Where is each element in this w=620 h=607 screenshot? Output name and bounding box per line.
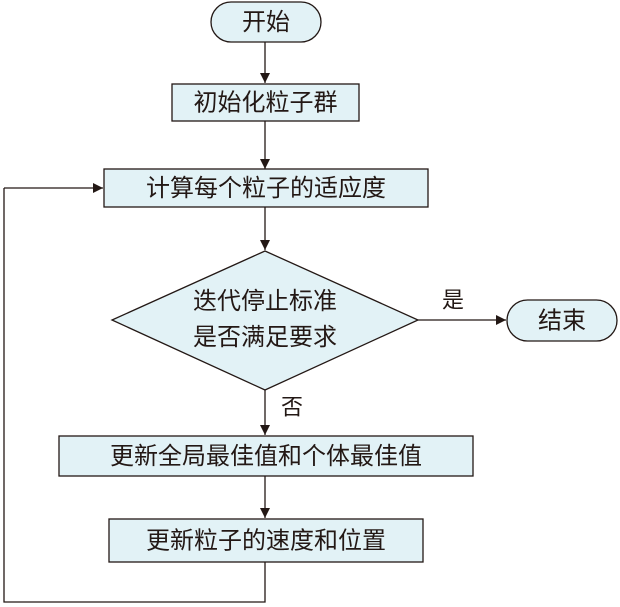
decision-diamond: 迭代停止标准 是否满足要求: [110, 250, 420, 391]
decision-line1: 迭代停止标准: [193, 287, 337, 315]
end-label: 结束: [538, 307, 586, 335]
init-label: 初始化粒子群: [194, 89, 338, 117]
fitness-label: 计算每个粒子的适应度: [146, 174, 386, 202]
fitness-process-box: 计算每个粒子的适应度: [103, 168, 429, 208]
loop-back-line: [3, 188, 266, 603]
update-best-label: 更新全局最佳值和个体最佳值: [110, 442, 422, 470]
start-terminal: 开始: [210, 1, 322, 43]
decision-line2: 是否满足要求: [193, 323, 337, 351]
yes-label: 是: [442, 289, 464, 314]
connectors: [3, 42, 506, 603]
update-velocity-process-box: 更新粒子的速度和位置: [108, 518, 424, 563]
update-best-process-box: 更新全局最佳值和个体最佳值: [58, 435, 474, 477]
end-terminal: 结束: [506, 299, 618, 342]
init-process-box: 初始化粒子群: [171, 83, 360, 122]
start-label: 开始: [242, 8, 290, 36]
no-label: 否: [281, 396, 303, 421]
update-velocity-label: 更新粒子的速度和位置: [146, 527, 386, 555]
